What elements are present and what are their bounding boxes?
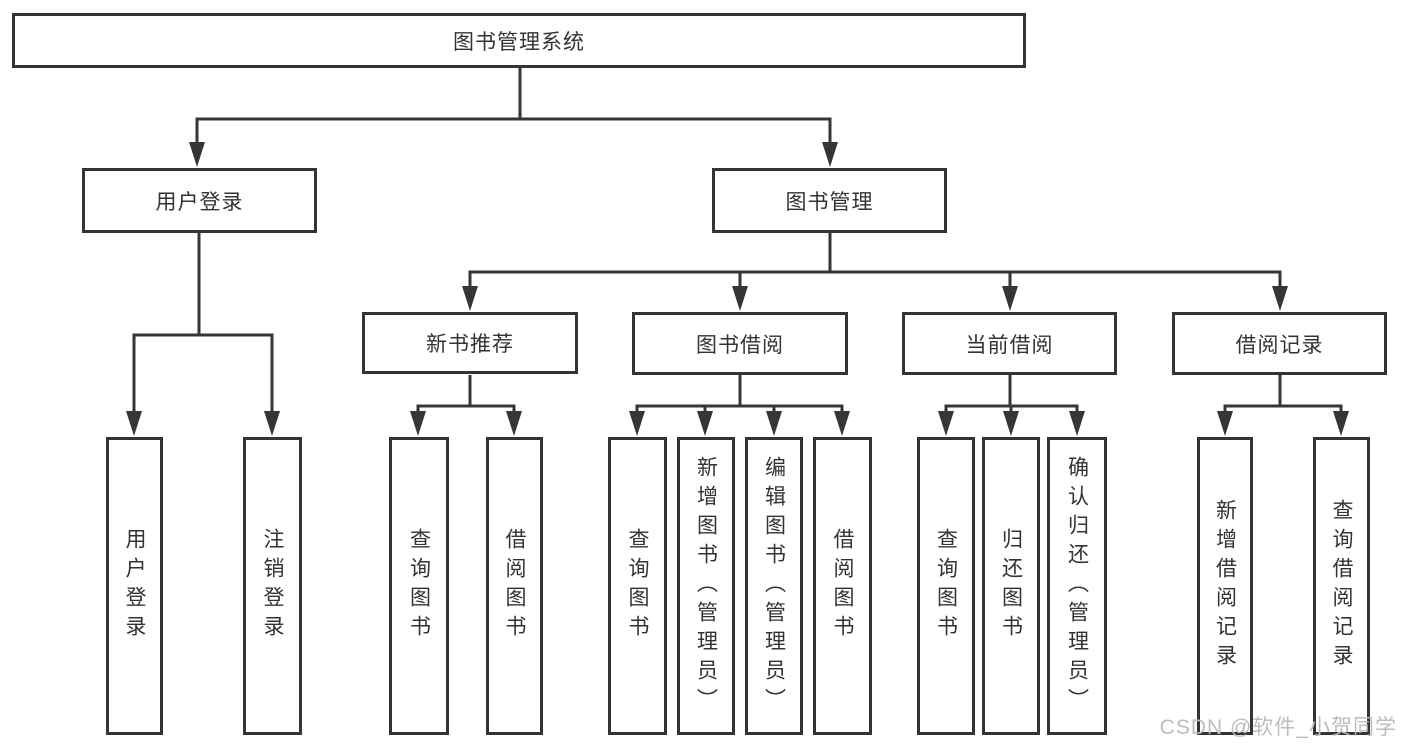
- leaf-user-login: 用户登录: [106, 437, 163, 735]
- leaf-return-book: 归还图书: [982, 437, 1040, 735]
- leaf-borrow-books: 借阅图书: [813, 437, 872, 735]
- leaf-borrow-books-recommend: 借阅图书: [486, 437, 543, 735]
- leaf-borrow-books-label: 借阅图书: [831, 528, 855, 644]
- node-library-system: 图书管理系统: [12, 13, 1026, 68]
- node-book-management-label: 图书管理: [785, 190, 874, 214]
- node-current-borrow: 当前借阅: [902, 312, 1117, 375]
- node-borrow-records: 借阅记录: [1172, 312, 1387, 375]
- leaf-confirm-return-admin: 确认归还（管理员）: [1047, 437, 1107, 735]
- leaf-edit-book-admin-label: 编辑图书（管理员）: [762, 455, 786, 717]
- leaf-query-books-recommend: 查询图书: [389, 437, 449, 735]
- node-borrow-records-label: 借阅记录: [1235, 333, 1324, 357]
- leaf-add-borrow-record: 新增借阅记录: [1197, 437, 1253, 735]
- leaf-borrow-books-recommend-label: 借阅图书: [503, 528, 527, 644]
- leaf-edit-book-admin: 编辑图书（管理员）: [745, 437, 803, 735]
- leaf-return-book-label: 归还图书: [999, 528, 1023, 644]
- node-current-borrow-label: 当前借阅: [965, 333, 1054, 357]
- node-library-system-label: 图书管理系统: [453, 30, 585, 54]
- node-book-borrow-label: 图书借阅: [696, 333, 784, 357]
- leaf-query-borrow-record-label: 查询借阅记录: [1330, 499, 1354, 673]
- node-book-management: 图书管理: [712, 168, 947, 233]
- node-user-login: 用户登录: [82, 168, 317, 233]
- leaf-logout-label: 注销登录: [261, 528, 285, 644]
- leaf-add-book-admin: 新增图书（管理员）: [677, 437, 735, 735]
- node-new-book-recommend-label: 新书推荐: [426, 333, 514, 356]
- node-new-book-recommend: 新书推荐: [362, 312, 578, 374]
- node-book-borrow: 图书借阅: [632, 312, 848, 375]
- leaf-query-books-current: 查询图书: [917, 437, 975, 735]
- leaf-query-books-borrow-label: 查询图书: [626, 528, 650, 644]
- csdn-watermark: CSDN @软件_小贺同学: [1159, 716, 1397, 739]
- leaf-add-book-admin-label: 新增图书（管理员）: [694, 455, 718, 717]
- leaf-confirm-return-admin-label: 确认归还（管理员）: [1065, 455, 1089, 717]
- leaf-query-books-borrow: 查询图书: [608, 437, 667, 735]
- leaf-query-books-current-label: 查询图书: [934, 528, 958, 644]
- leaf-user-login-label: 用户登录: [123, 528, 147, 644]
- leaf-query-books-recommend-label: 查询图书: [407, 528, 431, 644]
- leaf-logout: 注销登录: [243, 437, 302, 735]
- leaf-add-borrow-record-label: 新增借阅记录: [1213, 499, 1237, 673]
- leaf-query-borrow-record: 查询借阅记录: [1313, 437, 1370, 735]
- node-user-login-label: 用户登录: [155, 190, 244, 214]
